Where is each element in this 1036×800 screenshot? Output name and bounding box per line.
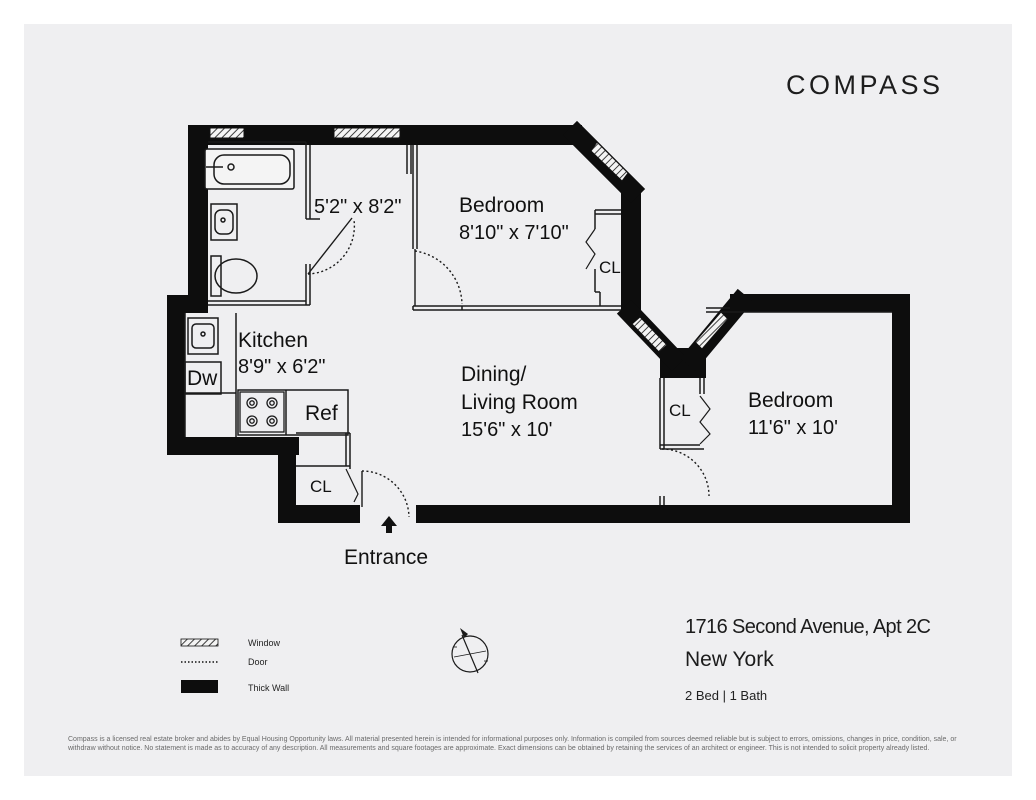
bathroom-fixtures [204,148,295,297]
bedroom1-dims: 8'10" x 7'10" [459,222,569,244]
doors [307,217,711,518]
legend-wall-label: Thick Wall [248,683,289,693]
refrigerator-label: Ref [305,402,338,425]
listing-summary: 2 Bed | 1 Bath [685,688,768,703]
listing-city: New York [685,648,774,671]
entrance-arrow-icon [381,516,397,533]
thick-walls [167,125,910,523]
entrance-label: Entrance [344,546,428,569]
legend-wall-swatch [181,680,218,693]
sink-icon [210,203,238,241]
dishwasher-label: Dw [187,367,218,390]
floor-plan: 5'2" x 8'2" Bedroom 8'10" x 7'10" CL Kit… [167,120,910,693]
bath-dims: 5'2" x 8'2" [314,196,401,218]
closet-label-bedroom2: CL [669,401,691,420]
closet-label-bedroom1: CL [599,258,621,277]
floor-plan-sheet: COMPASS [24,24,1012,776]
north-compass-icon [451,628,489,674]
living-name-line1: Dining/ [461,363,527,386]
disclaimer-text: Compass is a licensed real estate broker… [68,736,957,752]
kitchen-name: Kitchen [238,329,308,352]
closet-label-entrance: CL [310,477,332,496]
legend-door-label: Door [248,657,268,667]
compass-logo: COMPASS [786,70,944,100]
bedroom1-name: Bedroom [459,194,544,217]
bathtub-icon [204,148,295,190]
toilet-icon [210,255,258,297]
kitchen-sink-icon [187,317,219,355]
kitchen-dims: 8'9" x 6'2" [238,356,325,378]
legend: Window Door Thick Wall [180,638,289,693]
stove-icon [239,391,285,433]
living-dims: 15'6" x 10' [461,419,552,441]
interior-walls [184,141,892,505]
legend-window-swatch [180,638,219,647]
bedroom2-name: Bedroom [748,389,833,412]
dishwasher-box [184,361,222,395]
listing-address: 1716 Second Avenue, Apt 2C [685,616,931,638]
windows [209,127,729,353]
living-name-line2: Living Room [461,391,578,414]
bedroom2-dims: 11'6" x 10' [748,417,838,439]
legend-window-label: Window [248,638,281,648]
